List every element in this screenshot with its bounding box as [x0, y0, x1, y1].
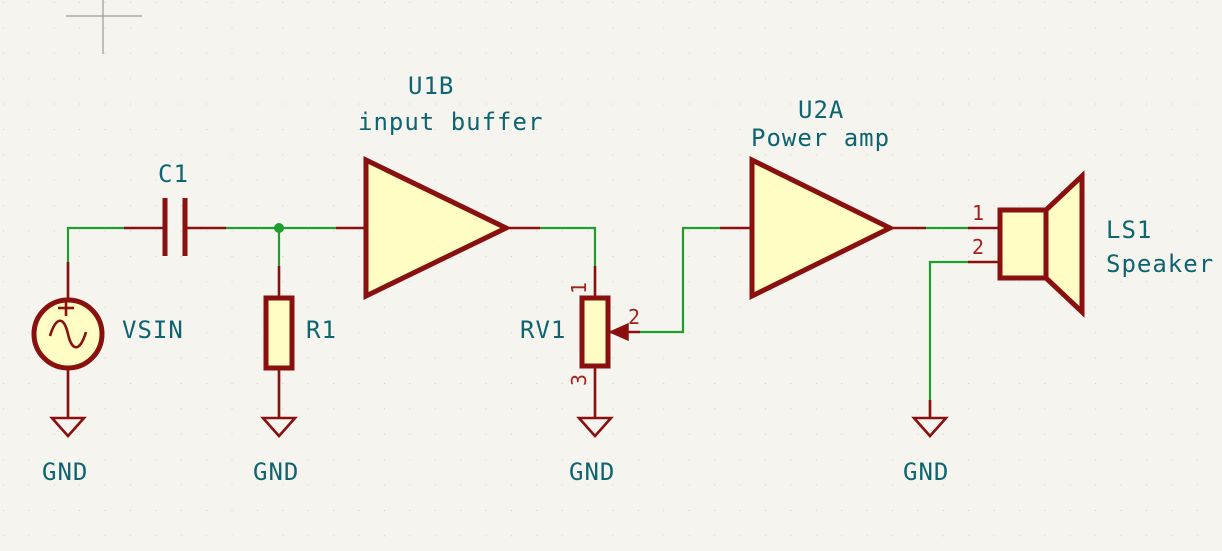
gnd-symbol-rv1	[576, 400, 614, 438]
speaker-ls1[interactable]	[968, 170, 1085, 318]
capacitor-c1[interactable]	[124, 198, 226, 256]
gnd-symbol-vsin	[49, 400, 87, 438]
rv1-ref: RV1	[520, 316, 566, 344]
gnd-symbol-ls1	[911, 400, 949, 438]
rv1-wiper-arrow	[608, 322, 629, 342]
ls1-pin2-number: 2	[972, 235, 984, 259]
wire-ls1-gnd[interactable]	[928, 260, 968, 416]
gnd-label-r1: GND	[253, 458, 299, 486]
rv1-pin1-number: 1	[567, 282, 591, 294]
resistor-r1[interactable]	[263, 266, 295, 400]
origin-crosshair	[66, 0, 142, 54]
amplifier-u2a[interactable]	[720, 155, 926, 301]
wire-rv1-wiper-u2a[interactable]	[640, 226, 720, 334]
buffer-u1b[interactable]	[336, 156, 540, 300]
rv1-pin3-number: 3	[567, 374, 591, 386]
gnd-symbol-r1	[260, 400, 298, 438]
rv1-pin2-number: 2	[628, 305, 640, 329]
ls1-pin1-number: 1	[972, 201, 984, 225]
u2a-ref: U2A	[798, 96, 844, 124]
gnd-label-vsin: GND	[42, 458, 88, 486]
vsin-ref: VSIN	[122, 316, 184, 344]
u1b-value: input buffer	[358, 108, 543, 136]
gnd-label-rv1: GND	[569, 458, 615, 486]
u2a-value: Power amp	[751, 124, 890, 152]
u1b-ref: U1B	[408, 72, 454, 100]
wire-u1b-rv1[interactable]	[540, 226, 597, 266]
ls1-value: Speaker	[1106, 250, 1214, 278]
gnd-label-ls1: GND	[903, 458, 949, 486]
ls1-ref: LS1	[1106, 216, 1152, 244]
junction-dot	[274, 223, 284, 233]
vsin-source[interactable]	[31, 262, 105, 400]
c1-ref: C1	[158, 160, 189, 188]
potentiometer-rv1[interactable]	[579, 266, 640, 400]
r1-ref: R1	[306, 316, 337, 344]
